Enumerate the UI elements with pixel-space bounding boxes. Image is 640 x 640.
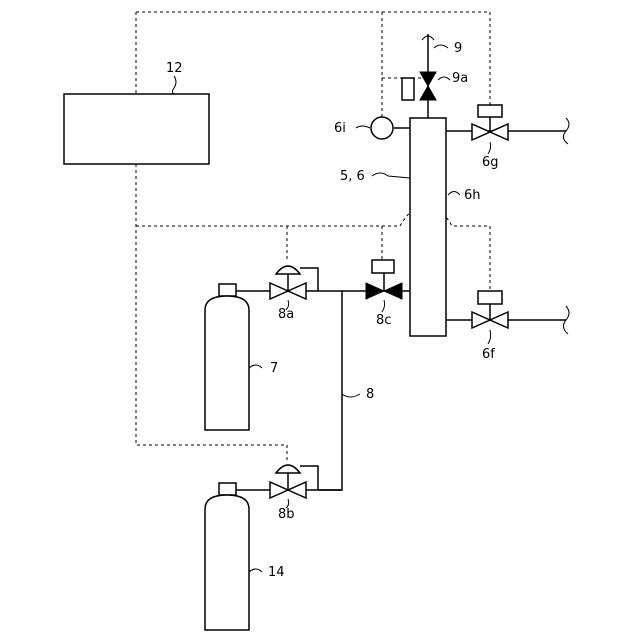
valve-6g-label: 6g: [482, 155, 499, 170]
valve-8b-left-icon: [270, 482, 288, 498]
valve-6g-right-icon: [490, 124, 508, 140]
valve-6f-label: 6f: [482, 347, 495, 362]
valve-6g-left-icon: [472, 124, 490, 140]
valve-6g[interactable]: [472, 105, 508, 140]
valve-8b[interactable]: [270, 465, 318, 498]
valve-8a-right-icon: [288, 283, 306, 299]
valve-8a-diaphragm-icon: [276, 266, 300, 274]
valve-6f-left-icon: [472, 312, 490, 328]
valve-9a-lower-icon: [420, 86, 436, 100]
valve-9a-actuator: [402, 78, 414, 100]
cylinder-14: [205, 483, 249, 630]
gas-line-9-label: 9: [454, 41, 462, 56]
vessel-label: 5, 6: [340, 169, 365, 184]
sensor-6i-label: 6i: [334, 121, 346, 136]
valve-9a[interactable]: [402, 72, 436, 100]
valve-8b-diaphragm-icon: [276, 465, 300, 473]
vessel: [410, 118, 446, 336]
valve-8a-left-icon: [270, 283, 288, 299]
valve-8c[interactable]: [366, 260, 402, 299]
cylinder-7: [205, 284, 249, 430]
valve-8c-left-icon: [366, 283, 384, 299]
valve-6f[interactable]: [472, 291, 508, 328]
valve-8c-right-icon: [384, 283, 402, 299]
cylinder-14-label: 14: [268, 565, 285, 580]
valve-8a[interactable]: [270, 266, 318, 299]
valve-6f-actuator: [478, 291, 502, 304]
valve-8b-right-icon: [288, 482, 306, 498]
valve-8b-label: 8b: [278, 507, 295, 522]
sensor-6i-icon: [371, 117, 393, 139]
vessel-inner-label: 6h: [464, 188, 481, 203]
cylinder-7-label: 7: [270, 361, 278, 376]
controller-box: [64, 94, 209, 164]
valve-8a-label: 8a: [278, 307, 294, 322]
controller-label: 12: [166, 61, 183, 76]
valve-9a-label: 9a: [452, 71, 468, 86]
valve-9a-upper-icon: [420, 72, 436, 86]
valve-6f-right-icon: [490, 312, 508, 328]
valve-8c-actuator: [372, 260, 394, 273]
line-8-label: 8: [366, 387, 374, 402]
valve-6g-actuator: [478, 105, 502, 117]
valve-8c-label: 8c: [376, 313, 391, 328]
